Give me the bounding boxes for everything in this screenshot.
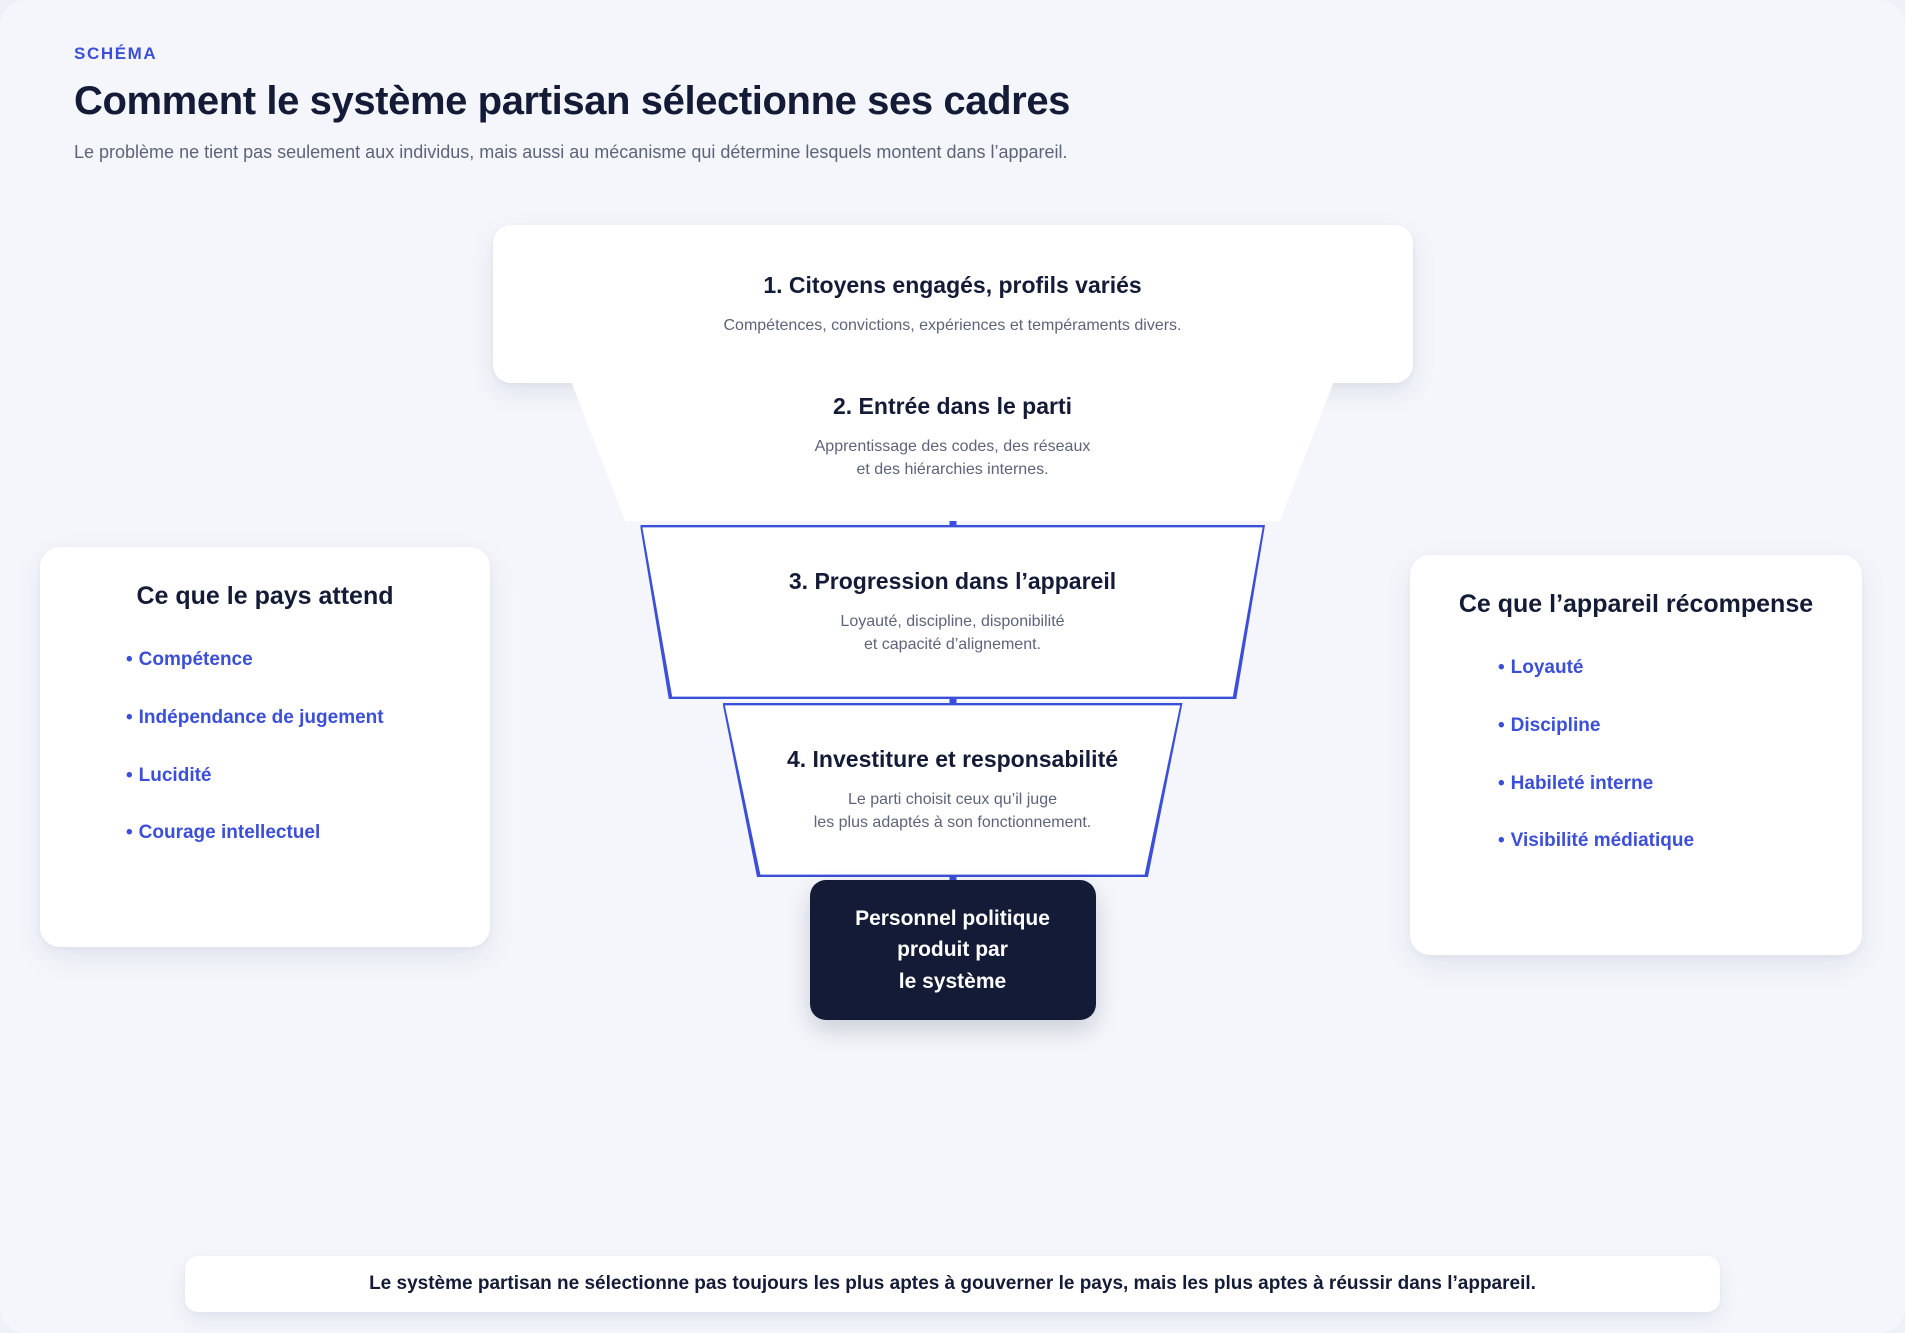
rewards-list: •Loyauté •Discipline •Habileté interne •…: [1440, 656, 1832, 854]
page-title: Comment le système partisan sélectionne …: [74, 79, 1071, 124]
funnel-stage-3-title: 3. Progression dans l’appareil: [788, 568, 1117, 595]
funnel-stage-1-content: 1. Citoyens engagés, profils variés Comp…: [493, 225, 1413, 383]
list-item: •Habileté interne: [1498, 772, 1832, 797]
funnel-stage-4-fill: [724, 705, 1181, 875]
funnel-stage-4[interactable]: 4. Investiture et responsabilité Le part…: [722, 703, 1183, 877]
rewards-item-label: Visibilité médiatique: [1510, 830, 1695, 852]
list-item: •Lucidité: [126, 764, 460, 789]
rewards-item-label: Discipline: [1510, 714, 1601, 736]
funnel-stage-1-desc-line1: Compétences, convictions, expériences et…: [723, 316, 1182, 334]
expectations-card[interactable]: Ce que le pays attend •Compétence •Indép…: [40, 547, 490, 947]
funnel-stage-2-title: 2. Entrée dans le parti: [832, 393, 1073, 420]
expectations-item-label: Courage intellectuel: [138, 822, 321, 844]
funnel-stage-4-title: 4. Investiture et responsabilité: [786, 746, 1119, 773]
bullet-icon: •: [1498, 657, 1505, 679]
funnel-stage-4-content: 4. Investiture et responsabilité Le part…: [723, 703, 1183, 877]
bullet-icon: •: [126, 649, 133, 671]
funnel-stage-2-desc-line2: et des hiérarchies internes.: [856, 460, 1049, 478]
list-item: •Visibilité médiatique: [1498, 829, 1832, 854]
funnel-stage-3-fill: [642, 527, 1263, 697]
rewards-card-title: Ce que l’appareil récompense: [1458, 590, 1814, 618]
funnel-stage-3[interactable]: 3. Progression dans l’appareil Loyauté, …: [640, 525, 1265, 699]
funnel-outcome-line1: Personnel politique: [855, 906, 1050, 930]
rewards-item-label: Habileté interne: [1510, 772, 1654, 794]
funnel-stage-4-desc-line2: les plus adaptés à son fonctionnement.: [813, 813, 1092, 831]
eyebrow-label: SCHÉMA: [74, 44, 158, 63]
bullet-icon: •: [1498, 830, 1505, 852]
funnel-stage-1-desc: Compétences, convictions, expériences et…: [724, 315, 1182, 338]
bullet-icon: •: [126, 822, 133, 844]
list-item: •Loyauté: [1498, 656, 1832, 681]
expectations-card-title: Ce que le pays attend: [136, 582, 394, 610]
funnel-stage-3-content: 3. Progression dans l’appareil Loyauté, …: [640, 525, 1265, 699]
page-subtitle: Le problème ne tient pas seulement aux i…: [74, 141, 1068, 162]
funnel-stage-2-desc-line1: Apprentissage des codes, des réseaux: [814, 438, 1091, 456]
expectations-item-label: Indépendance de jugement: [138, 706, 384, 728]
funnel-stage-2-content: 2. Entrée dans le parti Apprentissage de…: [560, 353, 1345, 521]
conclusion-banner: Le système partisan ne sélectionne pas t…: [185, 1256, 1720, 1312]
funnel-stage-3-desc-line1: Loyauté, discipline, disponibilité: [840, 613, 1065, 631]
funnel-stage-2[interactable]: 2. Entrée dans le parti Apprentissage de…: [560, 353, 1345, 521]
expectations-item-label: Lucidité: [138, 764, 212, 786]
page-header: SCHÉMA Comment le système partisan sélec…: [74, 44, 1674, 165]
funnel-stage-3-desc: Loyauté, discipline, disponibilité et ca…: [840, 611, 1064, 656]
bullet-icon: •: [126, 706, 133, 728]
bullet-icon: •: [126, 764, 133, 786]
expectations-item-label: Compétence: [138, 649, 253, 671]
list-item: •Compétence: [126, 648, 460, 673]
funnel-outcome-box[interactable]: Personnel politique produit par le systè…: [809, 880, 1096, 1020]
list-item: •Indépendance de jugement: [126, 706, 460, 731]
bullet-icon: •: [1498, 714, 1505, 736]
funnel-outcome-line3: le système: [898, 969, 1007, 993]
funnel-stage-4-desc: Le parti choisit ceux qu’il juge les plu…: [814, 789, 1092, 834]
list-item: •Courage intellectuel: [126, 821, 460, 846]
funnel-stage-4-desc-line1: Le parti choisit ceux qu’il juge: [847, 791, 1057, 809]
rewards-item-label: Loyauté: [1510, 657, 1584, 679]
rewards-card[interactable]: Ce que l’appareil récompense •Loyauté •D…: [1410, 555, 1862, 955]
bullet-icon: •: [1498, 772, 1505, 794]
conclusion-banner-text: Le système partisan ne sélectionne pas t…: [369, 1272, 1536, 1294]
funnel-outcome-line2: produit par: [897, 938, 1008, 962]
list-item: •Discipline: [1498, 714, 1832, 739]
funnel-stage-2-desc: Apprentissage des codes, des réseaux et …: [815, 436, 1091, 481]
funnel-stage-1-title: 1. Citoyens engagés, profils variés: [763, 271, 1142, 298]
funnel-stage-3-desc-line2: et capacité d’alignement.: [863, 635, 1041, 653]
expectations-list: •Compétence •Indépendance de jugement •L…: [70, 648, 460, 846]
